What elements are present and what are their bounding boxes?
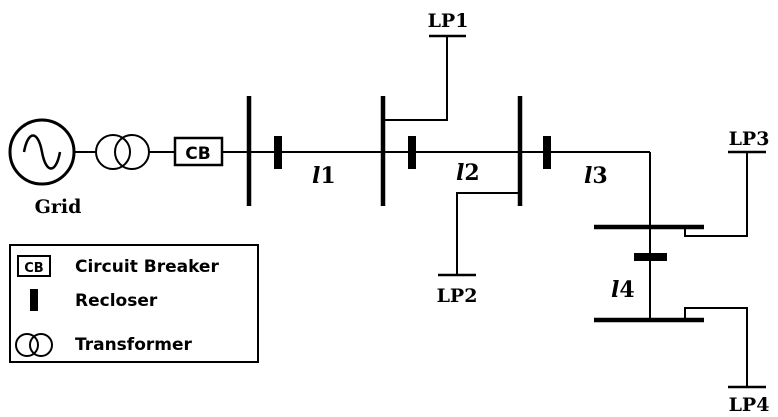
transformer-icon bbox=[95, 134, 150, 170]
lp3-label: LP3 bbox=[729, 128, 770, 150]
legend-item-transformer: Transformer bbox=[15, 333, 193, 357]
recloser-1 bbox=[274, 136, 282, 169]
legend-label-transformer: Transformer bbox=[75, 335, 193, 355]
lp3-branch bbox=[684, 152, 748, 237]
line-label-l3: l3 bbox=[584, 163, 608, 189]
legend-cb-symbol: CB bbox=[24, 261, 43, 276]
lp1-label: LP1 bbox=[428, 10, 469, 32]
legend: CB Circuit Breaker Recloser Transformer bbox=[9, 244, 259, 363]
recloser-icon bbox=[30, 289, 38, 311]
grid-label: Grid bbox=[35, 196, 82, 218]
line-label-l2: l2 bbox=[456, 160, 480, 186]
lp4-label: LP4 bbox=[729, 394, 770, 416]
legend-item-recloser: Recloser bbox=[30, 289, 158, 311]
legend-label-circuit-breaker: Circuit Breaker bbox=[75, 257, 219, 277]
lp2-label: LP2 bbox=[437, 285, 478, 307]
legend-item-circuit-breaker: CB Circuit Breaker bbox=[17, 255, 219, 277]
recloser-4 bbox=[634, 253, 667, 261]
recloser-3 bbox=[543, 136, 551, 169]
grid-source: Grid bbox=[8, 118, 82, 218]
legend-label-recloser: Recloser bbox=[75, 291, 158, 311]
circuit-breaker: CB bbox=[173, 136, 224, 167]
lp2-branch bbox=[456, 192, 520, 275]
line-label-l4: l4 bbox=[611, 277, 635, 303]
transformer-icon bbox=[15, 333, 53, 357]
line-label-l1: l1 bbox=[312, 163, 336, 189]
lp1-branch bbox=[383, 36, 448, 121]
sine-wave bbox=[22, 134, 62, 170]
recloser-2 bbox=[408, 136, 416, 169]
circuit-breaker-label: CB bbox=[185, 144, 210, 164]
lp4-branch bbox=[684, 307, 748, 387]
circuit-breaker-icon bbox=[17, 255, 51, 277]
